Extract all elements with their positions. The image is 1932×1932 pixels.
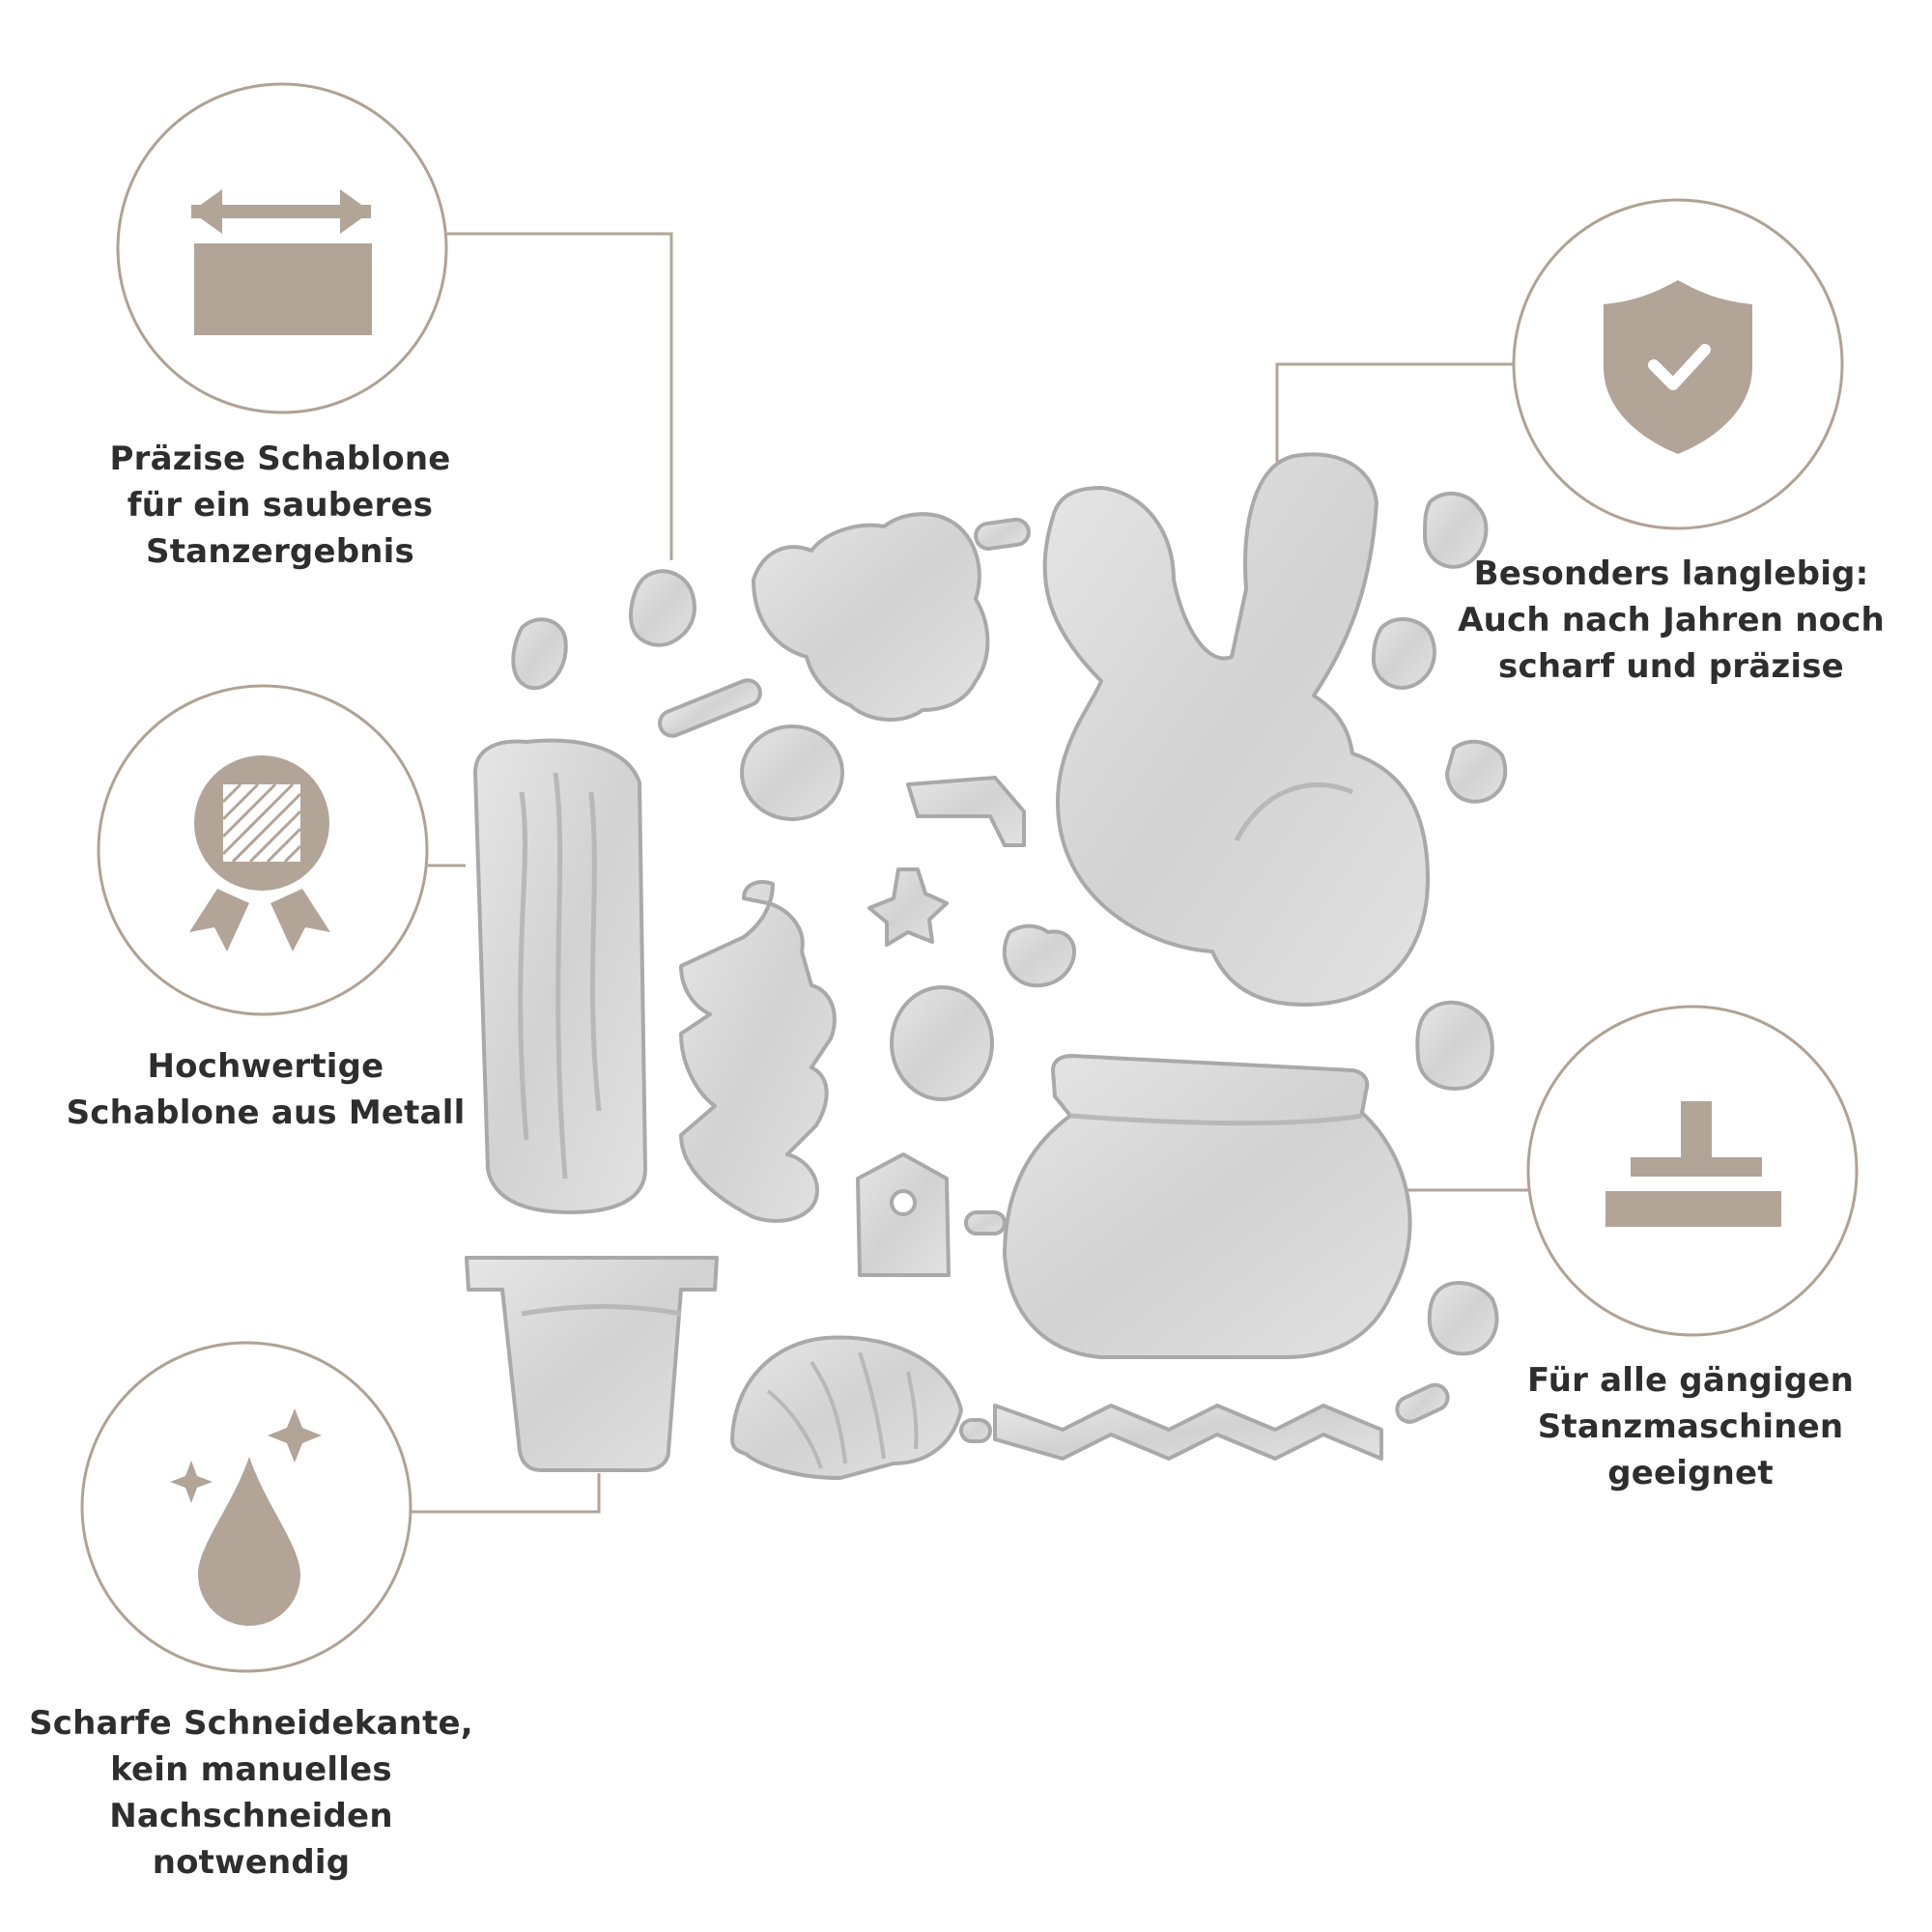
feature-text-line: Besonders langlebig:	[1473, 554, 1869, 593]
flower-small-2	[1002, 923, 1077, 988]
flower-small-3	[629, 569, 696, 647]
feature-text-line: Präzise Schablone	[109, 440, 451, 478]
feature-text-line: Nachschneiden notwendig	[109, 1797, 393, 1882]
width-arrow-rectangle-icon	[191, 189, 372, 335]
flower-small-1	[867, 867, 949, 947]
feature-text-line: Hochwertige	[147, 1047, 384, 1086]
round-pot	[1003, 1054, 1412, 1359]
connector-sharp	[411, 1473, 601, 1514]
feature-text-line: Auch nach Jahren noch	[1458, 601, 1885, 639]
award-medal-icon	[189, 755, 330, 952]
press-stamp-icon	[1605, 1101, 1781, 1227]
flower-small-6	[1371, 616, 1436, 690]
feature-text-line: Stanzergebnis	[146, 532, 414, 571]
flower-small-8	[1415, 1000, 1494, 1091]
tall-cactus	[473, 738, 647, 1214]
feature-text-line: Stanzmaschinen geeignet	[1537, 1407, 1844, 1492]
leaf-sprig	[679, 880, 837, 1223]
connector-lines	[411, 232, 1531, 1514]
succulent-cluster	[752, 512, 990, 722]
feature-text-line: Für alle gängigen	[1527, 1361, 1854, 1400]
prickly-pear-cactus	[1042, 452, 1430, 1007]
feature-text-line: Schablone aus Metall	[66, 1094, 466, 1132]
die-pieces	[465, 452, 1508, 1480]
tag-hole	[890, 1189, 917, 1216]
connector-durable	[1275, 362, 1514, 462]
oval-cactus-middle	[890, 985, 994, 1101]
oval-cactus-top	[740, 724, 844, 821]
shield-check-icon	[1604, 280, 1752, 454]
feature-text-line: Scharfe Schneidekante,	[29, 1704, 473, 1743]
feature-text-line: kein manuelles	[110, 1750, 392, 1789]
feature-label-machines: Für alle gängigen Stanzmaschinen geeigne…	[1459, 1357, 1922, 1496]
feature-label-sharp: Scharfe Schneidekante, kein manuelles Na…	[10, 1700, 493, 1886]
half-succulent	[730, 1335, 963, 1480]
connector-precise	[447, 232, 673, 560]
feature-text-line: scharf und präzise	[1498, 647, 1844, 686]
chevron-piece	[906, 776, 1026, 847]
feature-label-quality: Hochwertige Schablone aus Metall	[53, 1043, 478, 1136]
zigzag-border	[993, 1404, 1383, 1461]
flower-small-7	[1445, 739, 1508, 804]
feature-label-durable: Besonders langlebig: Auch nach Jahren no…	[1449, 551, 1893, 690]
flower-small-4	[511, 617, 568, 691]
bar-piece	[658, 678, 762, 738]
drop-sparkle-icon	[170, 1408, 322, 1626]
flower-pot	[465, 1256, 719, 1472]
feature-text-line: für ein sauberes	[127, 486, 434, 525]
flower-small-9	[1427, 1281, 1499, 1356]
feature-label-precise: Präzise Schablone für ein sauberes Stanz…	[87, 436, 473, 575]
flower-small-5	[1423, 491, 1489, 569]
